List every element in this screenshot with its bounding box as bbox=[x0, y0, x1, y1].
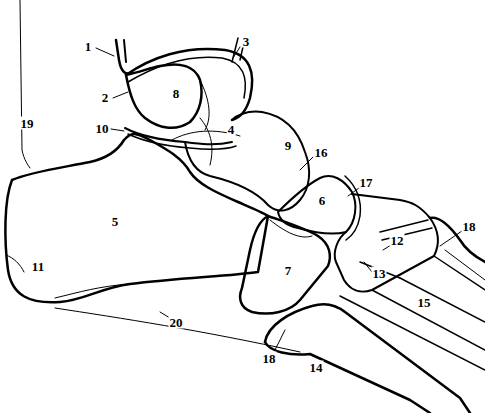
soft-tissue-line bbox=[20, 0, 30, 168]
metatarsal-outline bbox=[265, 304, 470, 413]
leader-line bbox=[300, 157, 313, 170]
callout-number: 18 bbox=[462, 220, 477, 233]
leader-line bbox=[275, 330, 285, 350]
callout-number: 3 bbox=[242, 35, 251, 48]
metatarsal-outline bbox=[400, 278, 485, 322]
calcaneus-outline bbox=[6, 255, 24, 272]
callout-number: 11 bbox=[31, 260, 45, 273]
tibia-outline bbox=[124, 40, 126, 62]
leader-line bbox=[96, 48, 114, 56]
callout-number: 9 bbox=[284, 139, 293, 152]
metatarsal-outline bbox=[265, 342, 430, 413]
metatarsal-outline bbox=[430, 218, 485, 262]
tibia-outline bbox=[128, 57, 245, 98]
callout-number: 20 bbox=[169, 316, 184, 329]
callout-number: 18 bbox=[262, 352, 277, 365]
callout-number: 5 bbox=[111, 215, 120, 228]
metatarsal-outline bbox=[445, 250, 485, 280]
callout-number: 1 bbox=[84, 40, 93, 53]
callout-number: 19 bbox=[20, 117, 35, 130]
fibula-outline bbox=[200, 80, 209, 130]
talus-outline bbox=[200, 118, 212, 165]
calcaneus-outline bbox=[55, 284, 130, 298]
cuboid-outline bbox=[240, 216, 330, 314]
callout-number: 6 bbox=[318, 194, 327, 207]
tibia-outline bbox=[116, 40, 132, 74]
metatarsal-outline bbox=[340, 296, 485, 370]
leader-lines bbox=[96, 47, 462, 350]
navicular-outline bbox=[278, 176, 355, 234]
leader-line bbox=[348, 188, 359, 196]
cuneiform-outline bbox=[335, 194, 438, 292]
callout-number: 2 bbox=[101, 91, 110, 104]
leader-line bbox=[111, 129, 124, 131]
callout-number: 13 bbox=[372, 267, 387, 280]
talus-outline bbox=[185, 112, 309, 211]
leader-line bbox=[113, 92, 128, 98]
callout-number: 10 bbox=[95, 122, 110, 135]
leader-line bbox=[233, 47, 240, 58]
callout-number: 15 bbox=[417, 296, 432, 309]
callout-number: 17 bbox=[359, 176, 374, 189]
callout-number: 8 bbox=[172, 87, 181, 100]
callout-number: 7 bbox=[284, 264, 293, 277]
callout-number: 4 bbox=[227, 123, 236, 136]
callout-number: 12 bbox=[390, 234, 405, 247]
tibia-outline bbox=[126, 49, 252, 120]
callout-number: 16 bbox=[314, 146, 329, 159]
cuboid-outline bbox=[270, 220, 312, 237]
fibula-outline bbox=[126, 65, 202, 128]
callout-number: 14 bbox=[309, 361, 324, 374]
calcaneus-outline bbox=[5, 134, 268, 302]
leader-line bbox=[440, 231, 462, 246]
